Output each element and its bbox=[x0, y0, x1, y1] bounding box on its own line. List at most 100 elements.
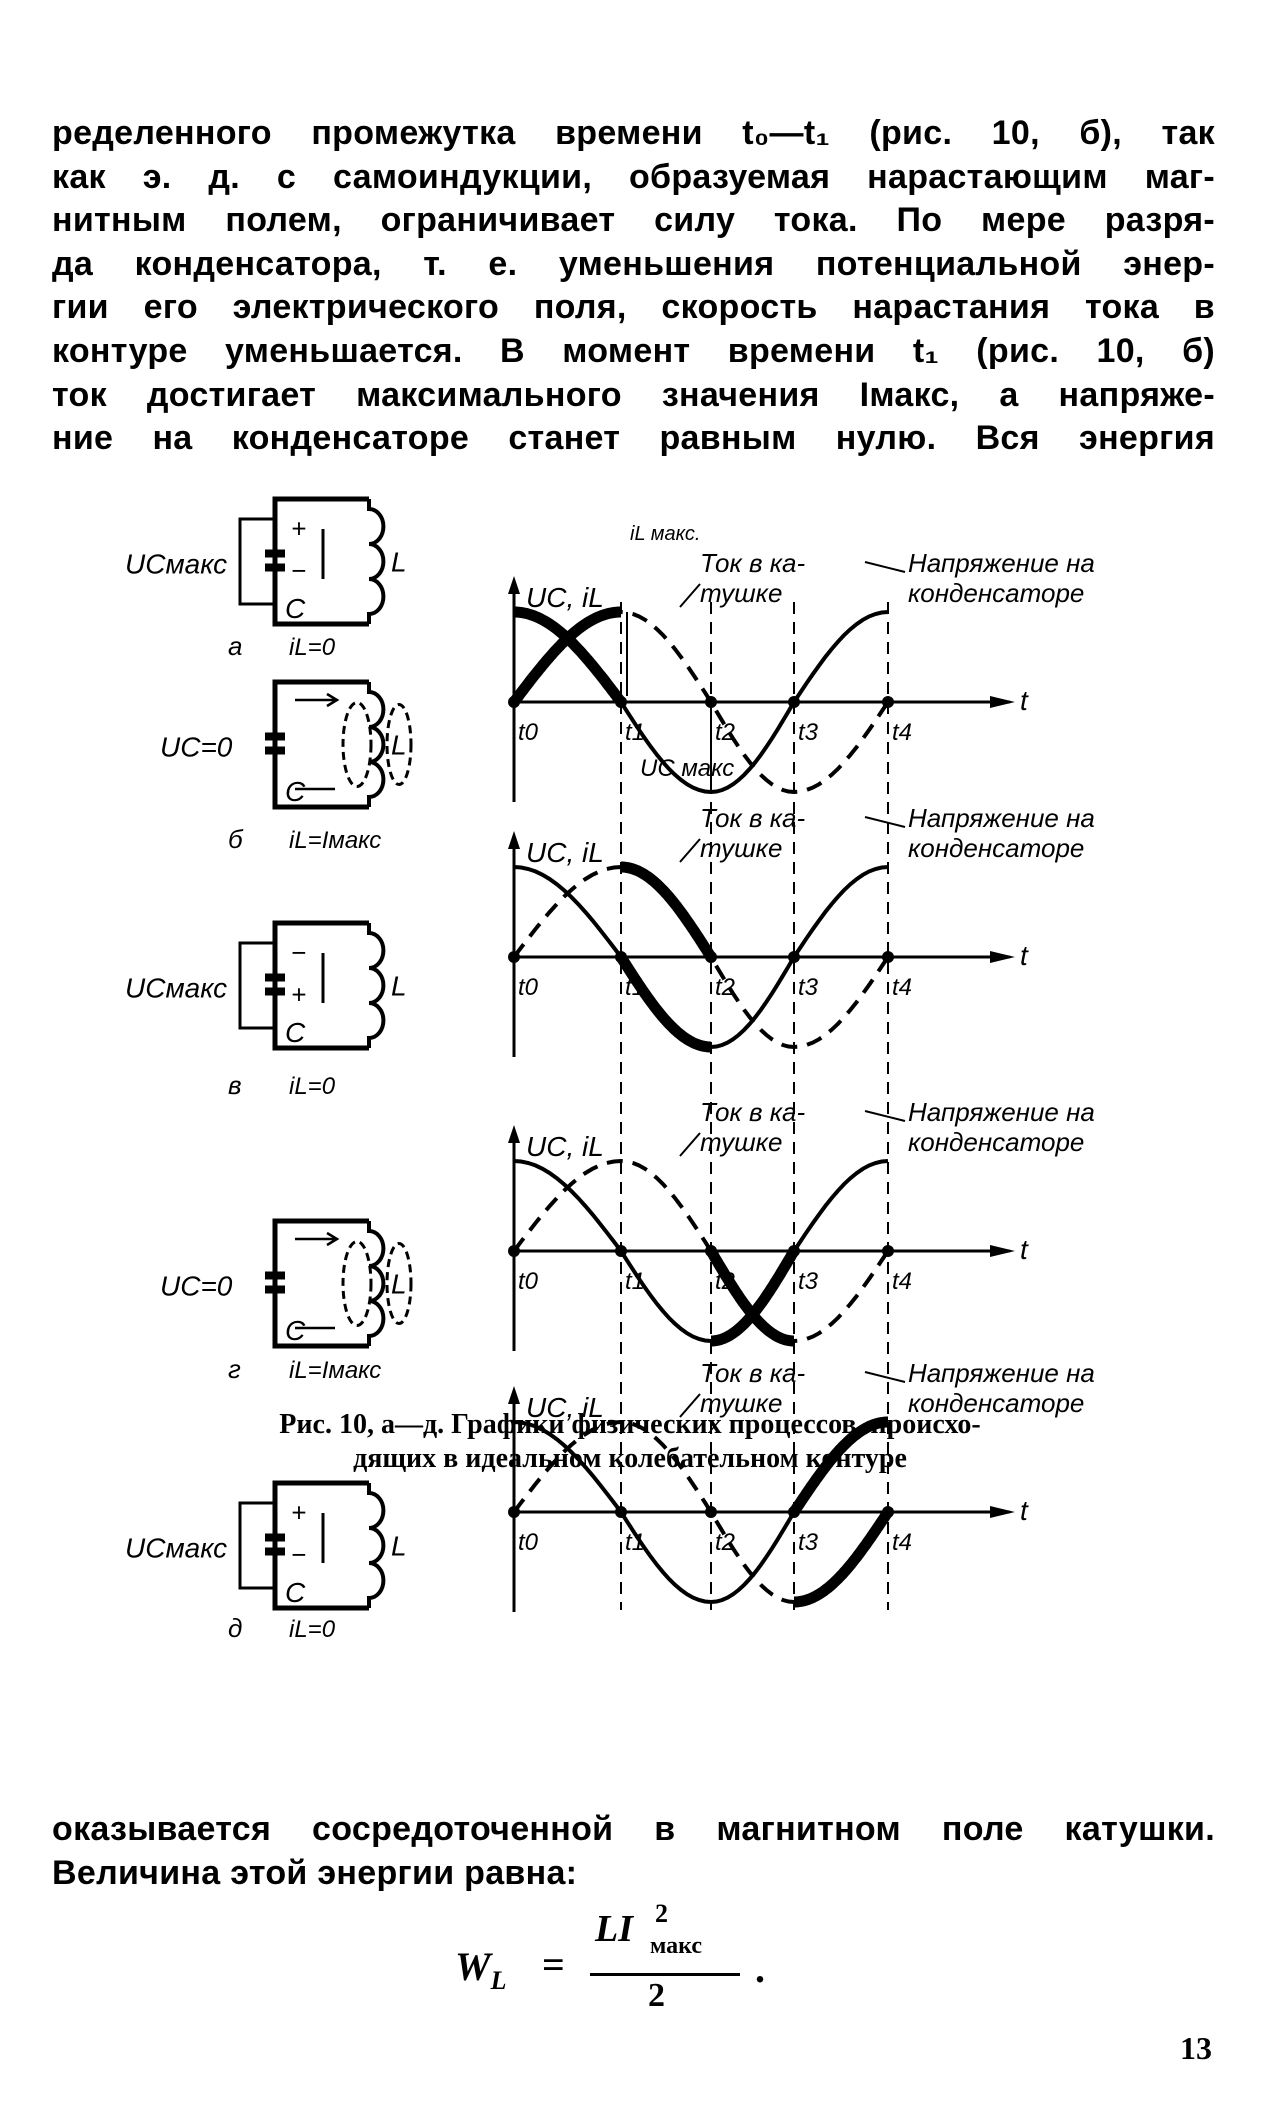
time-point-marker bbox=[508, 1245, 520, 1257]
time-point-marker bbox=[882, 1506, 894, 1518]
formula-w-sub: L bbox=[490, 1966, 507, 1995]
inductor-label: L bbox=[391, 1269, 407, 1300]
circuit-letter: б bbox=[228, 824, 244, 854]
inductor-label: L bbox=[391, 547, 407, 578]
time-tick-label: t2 bbox=[715, 1268, 735, 1295]
x-axis-arrow-icon bbox=[990, 951, 1015, 963]
voltage-curve-label: Напряжение на bbox=[908, 803, 1095, 833]
y-axis-label: UC, iL bbox=[526, 582, 604, 613]
fraction-bar bbox=[590, 1973, 740, 1976]
time-point-marker bbox=[508, 951, 520, 963]
time-tick-label: t0 bbox=[518, 974, 539, 1001]
inductor-coil-icon bbox=[367, 1221, 386, 1346]
time-tick-label: t4 bbox=[892, 974, 912, 1001]
paragraph-top: ределенного промежутка времени t₀—t₁ (ри… bbox=[52, 112, 1215, 461]
time-tick-label: t3 bbox=[798, 974, 819, 1001]
capacitor-label: C bbox=[285, 593, 306, 624]
formula-exponent: 2 bbox=[655, 1899, 668, 1928]
x-axis-label: t bbox=[1020, 685, 1029, 716]
time-tick-label: t1 bbox=[625, 974, 645, 1001]
caption-line: Рис. 10, а—д. Графики физических процесс… bbox=[279, 1409, 981, 1440]
capacitor-plate-icon bbox=[265, 1533, 285, 1542]
current-arrow-icon bbox=[295, 1231, 340, 1247]
voltage-bracket bbox=[238, 517, 275, 606]
x-axis-label: t bbox=[1020, 1495, 1029, 1526]
current-curve-highlight bbox=[509, 606, 621, 706]
circuit-letter: в bbox=[228, 1070, 242, 1100]
voltage-label: UCмакс bbox=[125, 1533, 227, 1564]
time-point-marker bbox=[882, 951, 894, 963]
text-line: ток достигает максимального значения Iма… bbox=[52, 375, 1215, 414]
current-label: тушке bbox=[700, 1127, 782, 1157]
capacitor-label: C bbox=[285, 1315, 306, 1346]
circuit-state: iL=0 bbox=[289, 634, 336, 661]
text-line: оказывается сосредоточенной в магнитном … bbox=[52, 1810, 1215, 1848]
time-tick-label: t3 bbox=[798, 1529, 819, 1556]
formula-subscript: макс bbox=[650, 1933, 703, 1959]
polarity-sign: + bbox=[291, 1498, 306, 1528]
formula-equals: = bbox=[542, 1942, 565, 1987]
inductor-coil-icon bbox=[367, 682, 386, 807]
text-line: ние на конденсаторе станет равным нулю. … bbox=[52, 419, 1215, 458]
voltage-curve-label: конденсаторе bbox=[908, 833, 1084, 863]
time-point-marker bbox=[705, 1245, 717, 1257]
current-label: Ток в ка- bbox=[700, 548, 806, 578]
time-point-marker bbox=[615, 951, 627, 963]
current-label: тушке bbox=[700, 833, 782, 863]
time-point-marker bbox=[508, 696, 520, 708]
time-tick-label: t4 bbox=[892, 1529, 912, 1556]
formula-w: W bbox=[455, 1944, 491, 1989]
voltage-label: UCмакс bbox=[125, 549, 227, 580]
voltage-curve-label: Напряжение на bbox=[908, 1097, 1095, 1127]
time-tick-label: t2 bbox=[715, 974, 735, 1001]
text-line: гии его электрического поля, скорость на… bbox=[52, 288, 1215, 327]
time-point-marker bbox=[788, 1506, 800, 1518]
time-point-marker bbox=[615, 696, 627, 708]
voltage-curve-label: конденсаторе bbox=[908, 1388, 1084, 1418]
leader-line bbox=[864, 816, 906, 828]
current-curve-highlight bbox=[794, 1508, 893, 1608]
time-point-marker bbox=[705, 696, 717, 708]
capacitor-label: C bbox=[285, 1017, 306, 1048]
voltage-curve-label: конденсаторе bbox=[908, 1127, 1084, 1157]
leader-line bbox=[864, 561, 906, 573]
current-max-label: iL макс. bbox=[630, 523, 700, 545]
time-point-marker bbox=[705, 951, 717, 963]
polarity-sign: − bbox=[291, 556, 306, 586]
voltage-max-label: UC макс bbox=[640, 755, 734, 782]
time-point-marker bbox=[788, 696, 800, 708]
inductor-label: L bbox=[391, 1531, 407, 1562]
voltage-label: UC=0 bbox=[160, 732, 233, 763]
time-tick-label: t0 bbox=[518, 1268, 539, 1295]
current-curve-highlight bbox=[706, 1248, 794, 1347]
formula-numerator: LI bbox=[595, 1908, 633, 1950]
voltage-curve-label: конденсаторе bbox=[908, 578, 1084, 608]
time-point-marker bbox=[705, 1506, 717, 1518]
y-axis-arrow-icon bbox=[508, 1386, 520, 1404]
circuit-wire bbox=[272, 1480, 369, 1611]
time-tick-label: t2 bbox=[715, 1529, 735, 1556]
capacitor-label: C bbox=[285, 776, 306, 807]
time-point-marker bbox=[788, 951, 800, 963]
current-arrow-icon bbox=[295, 692, 340, 708]
y-axis-label: UC, iL bbox=[526, 837, 604, 868]
field-line-icon bbox=[385, 703, 413, 786]
x-axis-arrow-icon bbox=[990, 1245, 1015, 1257]
current-label: Ток в ка- bbox=[700, 1097, 806, 1127]
time-tick-label: t1 bbox=[625, 719, 645, 746]
current-label: тушке bbox=[700, 578, 782, 608]
time-point-marker bbox=[615, 1245, 627, 1257]
leader-line bbox=[864, 1110, 906, 1122]
time-tick-label: t4 bbox=[892, 1268, 912, 1295]
text-line: как э. д. с самоиндукции, образуемая нар… bbox=[52, 157, 1215, 196]
leader-line bbox=[864, 1371, 906, 1383]
circuit-wire bbox=[272, 920, 369, 1051]
circuit-letter: д bbox=[228, 1613, 242, 1643]
